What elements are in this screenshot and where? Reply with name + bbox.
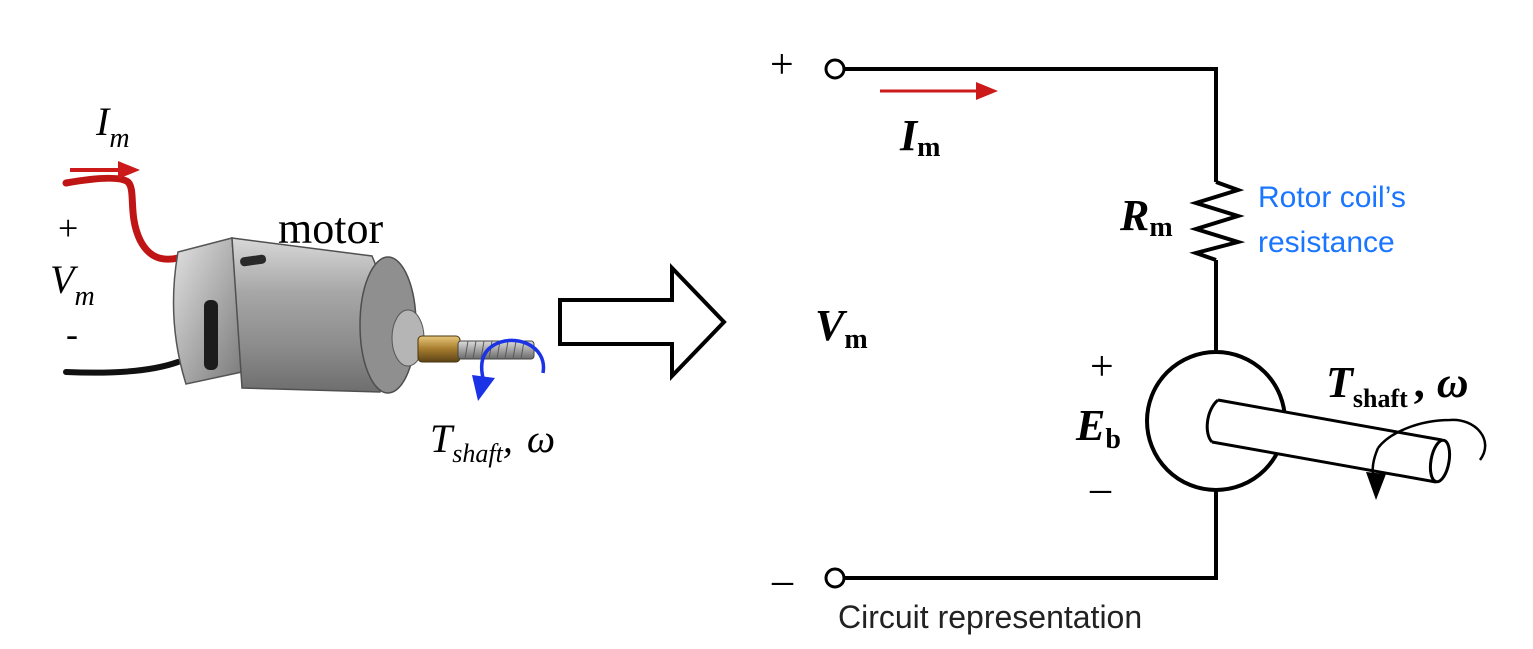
motor-brass-bushing [417,335,461,363]
red-wire [62,174,182,263]
shaft-rotation-arrow [1366,418,1487,500]
motor-top-slot [240,254,267,267]
photo-voltage-label: Vm [50,257,95,312]
circuit-current-label: Im [899,111,940,163]
circuit [824,58,1487,589]
black-wire [63,359,181,376]
bottom-terminal [824,567,846,589]
photo-minus-sign: - [66,314,78,354]
circuit-current-arrow [880,82,998,100]
shaft-cylinder [1205,398,1452,484]
circuit-voltage-label: Vm [815,301,868,355]
emf-plus: + [1090,344,1114,390]
bottom-terminal-minus: – [771,558,794,604]
motor-photo [62,174,535,394]
resistor-note-line2: resistance [1258,226,1395,259]
emf-label: Eb [1075,401,1121,455]
resistor-note-line1: Rotor coil’s [1258,181,1406,214]
circuit-caption: Circuit representation [838,599,1142,635]
photo-rotation-arrow [472,338,546,401]
top-terminal [824,58,846,80]
photo-current-label: Im [95,99,130,154]
photo-current-arrow [70,161,140,179]
resistor [1189,180,1246,262]
top-terminal-plus: + [770,42,794,88]
circuit-torque-label: Tshaft,ω [1326,358,1469,413]
resistor-label: Rm [1119,191,1173,243]
emf-minus: – [1089,466,1112,512]
photo-plus-sign: + [58,208,78,248]
motor-label: motor [278,204,383,253]
photo-torque-label: Tshaft,ω [430,416,555,468]
transform-arrow [558,263,727,381]
motor-vent-slot [204,300,218,370]
